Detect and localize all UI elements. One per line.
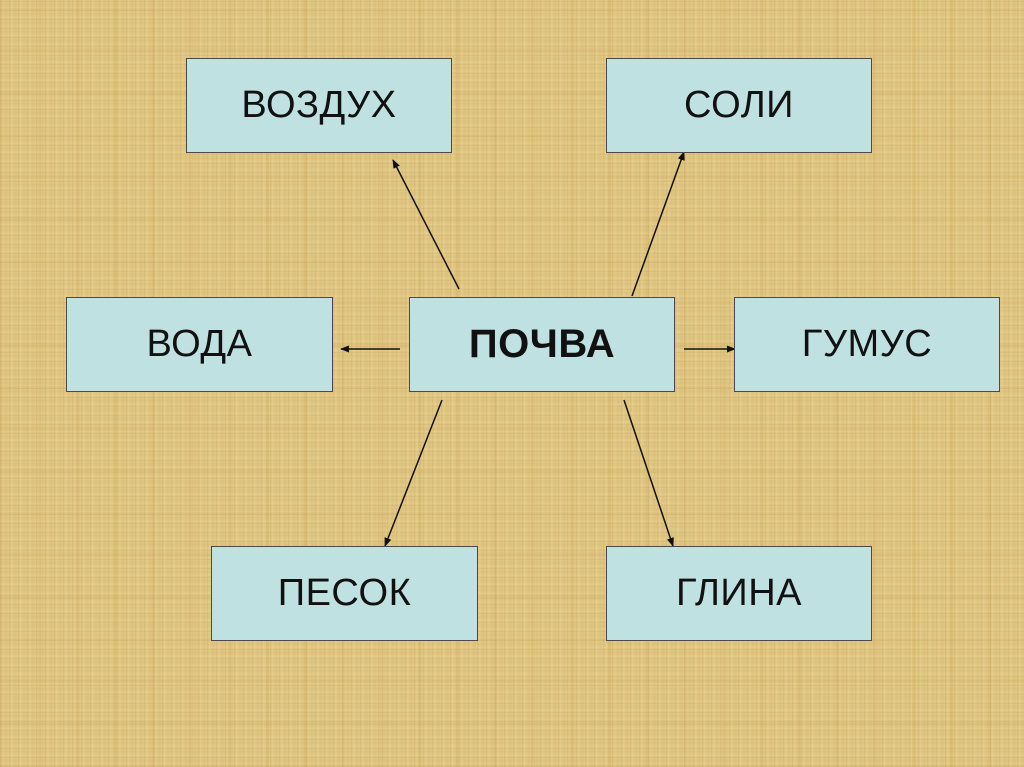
node-salts: СОЛИ: [606, 58, 872, 153]
node-water: ВОДА: [66, 297, 333, 392]
arrow-to-clay: [623, 399, 674, 547]
node-air: ВОЗДУХ: [186, 58, 452, 153]
node-sand: ПЕСОК: [211, 546, 478, 641]
node-clay: ГЛИНА: [606, 546, 872, 641]
arrow-to-air: [392, 159, 460, 290]
node-clay-label: ГЛИНА: [676, 572, 802, 614]
node-salts-label: СОЛИ: [684, 84, 794, 126]
arrow-to-sand: [384, 399, 443, 547]
node-soil-label: ПОЧВА: [468, 322, 616, 366]
node-humus: ГУМУС: [734, 297, 1000, 392]
node-sand-label: ПЕСОК: [277, 572, 412, 614]
node-air-label: ВОЗДУХ: [241, 84, 397, 126]
node-soil-center: ПОЧВА: [409, 297, 675, 392]
node-humus-label: ГУМУС: [801, 323, 933, 365]
node-water-label: ВОДА: [146, 323, 253, 365]
arrow-to-salts: [631, 151, 685, 297]
